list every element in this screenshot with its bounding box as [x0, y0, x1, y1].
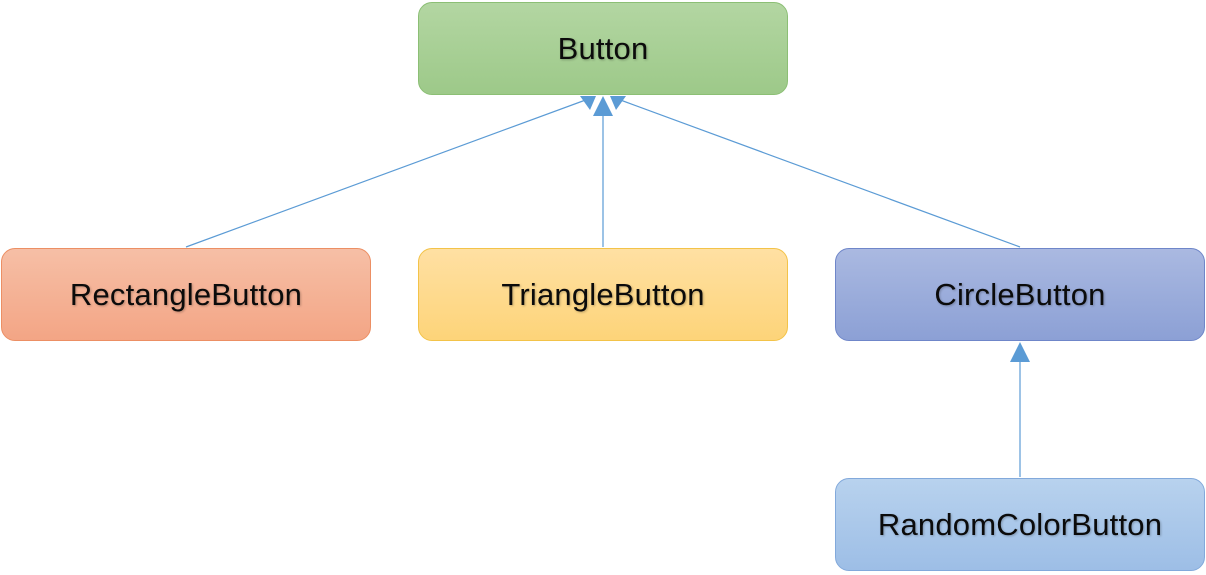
edge-rectangle-to-button — [185, 97, 592, 248]
node-triangle-button: TriangleButton — [418, 248, 788, 341]
node-random-color-button-label: RandomColorButton — [877, 506, 1163, 542]
node-rectangle-button-label: RectangleButton — [69, 276, 303, 312]
node-button-label: Button — [557, 30, 649, 66]
edge-circle-to-button — [614, 97, 1021, 248]
node-rectangle-button: RectangleButton — [1, 248, 371, 341]
edge-rectangle-arrowhead — [580, 96, 596, 110]
edge-triangle-arrowhead — [593, 96, 613, 116]
node-random-color-button: RandomColorButton — [835, 478, 1205, 571]
edge-circle-arrowhead — [610, 96, 626, 110]
node-circle-button: CircleButton — [835, 248, 1205, 341]
node-circle-button-label: CircleButton — [934, 276, 1106, 312]
node-button: Button — [418, 2, 788, 95]
edge-random-arrowhead — [1010, 342, 1030, 362]
node-triangle-button-label: TriangleButton — [501, 276, 705, 312]
